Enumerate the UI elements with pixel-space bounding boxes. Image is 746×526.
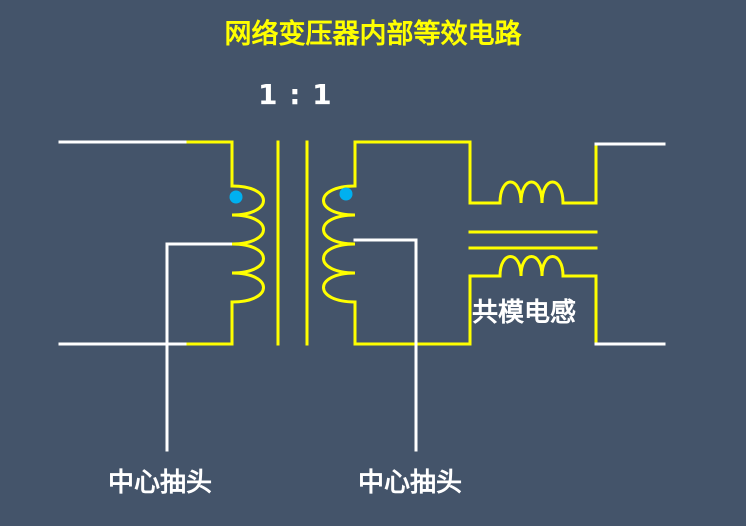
secondary-polarity-dot xyxy=(339,187,353,201)
primary-coil xyxy=(230,184,265,304)
common-mode-choke-label: 共模电感 xyxy=(472,298,577,328)
turns-ratio-label: 1 : 1 xyxy=(258,78,333,111)
secondary-bottom-wire xyxy=(353,274,472,346)
choke-bottom-coil xyxy=(468,255,598,278)
left-center-tap-wire xyxy=(165,242,235,452)
diagram-title: 网络变压器内部等效电路 xyxy=(224,19,522,50)
secondary-top-wire xyxy=(353,140,472,205)
secondary-coil xyxy=(322,184,357,304)
choke-top-coil xyxy=(468,180,598,205)
primary-bottom-wire xyxy=(186,300,234,346)
center-tap-right-label: 中心抽头 xyxy=(358,468,463,498)
right-center-tap-wire xyxy=(353,238,418,452)
primary-top-wire xyxy=(186,140,234,188)
primary-polarity-dot xyxy=(229,190,243,204)
center-tap-left-label: 中心抽头 xyxy=(108,468,213,498)
